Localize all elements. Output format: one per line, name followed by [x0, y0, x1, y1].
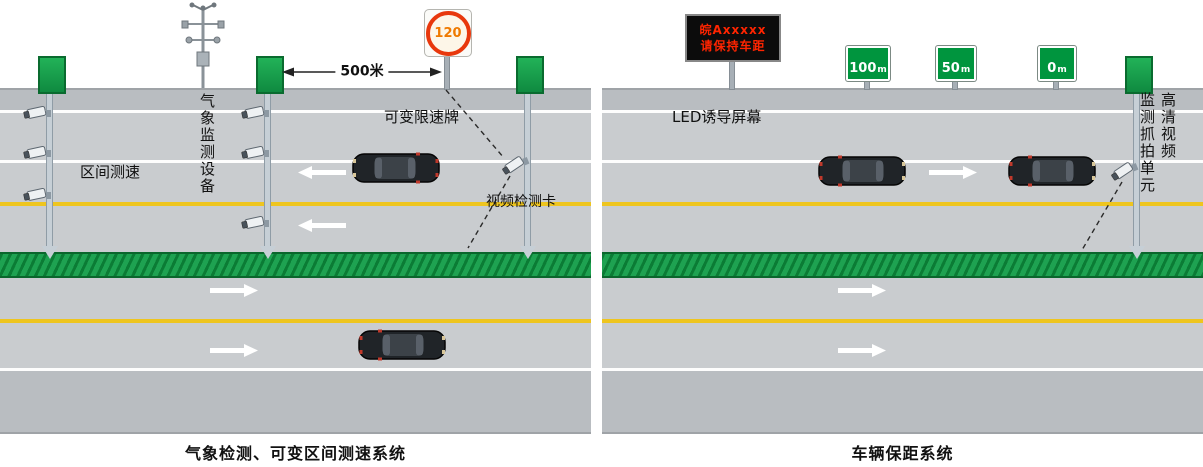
- weather-station-label: 气象监测设备: [198, 93, 216, 195]
- cctv-camera-icon: [240, 214, 270, 232]
- lane-divider-line: [602, 110, 1203, 113]
- road-surface: [0, 88, 591, 434]
- pole-down-arrow-icon: [520, 246, 536, 259]
- hd-camera-label-col-left: 监测抓拍单元: [1138, 92, 1156, 194]
- car-icon: [818, 154, 906, 188]
- video-detector-label: 视频检测卡: [486, 194, 556, 210]
- traffic-direction-arrow-icon: [838, 344, 886, 357]
- speed-limit-ring: 120: [425, 10, 471, 56]
- median-strip: [602, 252, 1203, 278]
- lane-divider-line: [0, 110, 591, 113]
- panel-weather-speed-system: 气象监测设备 区间测速 500米 120 可变限速牌 视频检测卡: [0, 0, 591, 467]
- car-icon: [352, 151, 440, 185]
- road-shoulder: [602, 371, 1203, 432]
- traffic-direction-arrow-icon: [298, 166, 346, 179]
- variable-speed-limit-sign: 120: [424, 9, 472, 57]
- pole-down-arrow-icon: [42, 246, 58, 259]
- gantry-pole: [46, 90, 53, 248]
- lane-divider-line: [0, 368, 591, 371]
- pole-down-arrow-icon: [1129, 246, 1145, 259]
- pole-down-arrow-icon: [260, 246, 276, 259]
- panel-caption: 气象检测、可变区间测速系统: [184, 444, 406, 463]
- traffic-direction-arrow-icon: [838, 284, 886, 297]
- distance-measure-label: 500米: [335, 63, 389, 81]
- led-display: 皖Axxxxx 请保持车距: [685, 14, 781, 62]
- yellow-line: [0, 319, 591, 323]
- traffic-direction-arrow-icon: [210, 344, 258, 357]
- speed-limit-value: 120: [434, 25, 462, 41]
- cctv-camera-icon: [22, 144, 52, 162]
- distance-measure-arrow: 500米: [282, 63, 442, 81]
- gantry-pole: [524, 90, 531, 248]
- median-strip: [0, 252, 591, 278]
- spacing-arrow-icon: [929, 166, 977, 179]
- yellow-line: [602, 202, 1203, 206]
- panel-caption: 车辆保距系统: [851, 444, 954, 463]
- yellow-line: [0, 202, 591, 206]
- roadside-gantry-post: [38, 56, 66, 94]
- traffic-direction-arrow-icon: [298, 219, 346, 232]
- road-surface: [602, 88, 1203, 434]
- weather-station-icon: [180, 2, 226, 88]
- roadside-gantry-post: [516, 56, 544, 94]
- lane-divider-line: [0, 160, 591, 163]
- cctv-camera-icon: [22, 186, 52, 204]
- road-shoulder: [602, 90, 1203, 110]
- yellow-line: [602, 319, 1203, 323]
- traffic-direction-arrow-icon: [210, 284, 258, 297]
- hd-camera-label-col-right: 高清视频: [1159, 92, 1177, 160]
- cctv-camera-icon: [22, 104, 52, 122]
- road-shoulder: [0, 371, 591, 432]
- roadside-gantry-post: [256, 56, 284, 94]
- gantry-pole: [264, 90, 271, 248]
- road-shoulder: [0, 90, 591, 110]
- car-icon: [1008, 154, 1096, 188]
- variable-speed-sign-label: 可变限速牌: [384, 108, 460, 126]
- roadside-gantry-post: [1125, 56, 1153, 94]
- cctv-camera-icon: [240, 144, 270, 162]
- section-speed-label: 区间测速: [80, 163, 141, 181]
- led-line-1: 皖Axxxxx: [699, 22, 767, 37]
- lane-divider-line: [602, 368, 1203, 371]
- led-display-pole: [729, 58, 735, 90]
- speed-sign-pole: [444, 55, 450, 90]
- led-line-2: 请保持车距: [700, 38, 766, 53]
- led-screen-label: LED诱导屏幕: [672, 108, 762, 126]
- cctv-camera-icon: [240, 104, 270, 122]
- car-icon: [358, 328, 446, 362]
